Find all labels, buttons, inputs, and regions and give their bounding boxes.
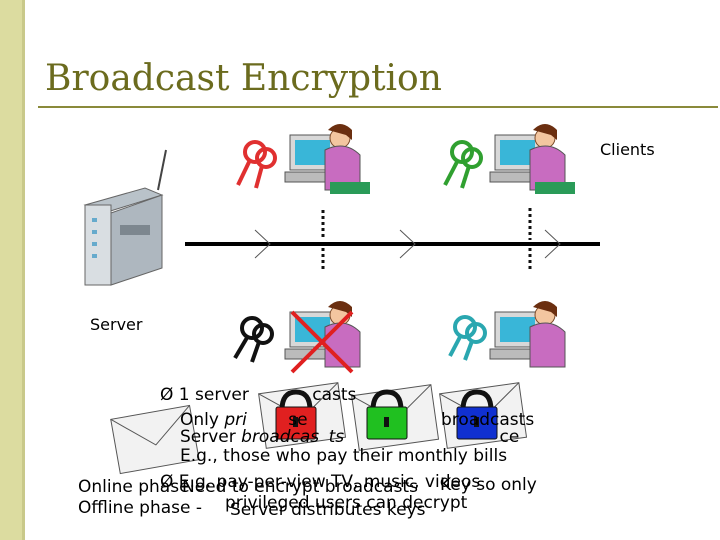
bullet-5b: Need to encrypt broadcasts xyxy=(182,477,418,497)
client-computer-icon-3 xyxy=(284,301,361,368)
bullet-3: Server broadcas ts ce xyxy=(180,427,520,447)
bullet-5c: Key so only xyxy=(440,475,537,495)
revoked-x-icon xyxy=(290,310,354,374)
client-computer-icon-2 xyxy=(489,124,575,194)
envelope-icon-blue-lock xyxy=(439,382,528,449)
phase-online-label: Online phase xyxy=(78,477,190,497)
bullet-5a: Ø E.g. pay-per-view TV, music, videos xyxy=(160,472,481,492)
key-icon-green-top xyxy=(443,140,483,189)
bullet-6: privileged users can decrypt xyxy=(225,493,468,513)
slide-title: Broadcast Encryption xyxy=(45,58,442,99)
envelope-icon-red-lock xyxy=(258,382,347,449)
bullet-2: Only pri se broadcasts xyxy=(180,410,535,430)
bullet-1: Ø 1 server casts xyxy=(160,385,357,405)
title-divider xyxy=(38,106,718,108)
bullet-7: Server distributes keys xyxy=(230,500,426,520)
key-icon-black-bottom xyxy=(233,316,274,363)
client-computer-icon-1 xyxy=(284,124,370,194)
slide-left-bar xyxy=(0,0,22,540)
envelope-icon-left xyxy=(110,404,200,475)
client-computer-icon-4 xyxy=(489,301,566,368)
key-icon-red-top xyxy=(236,140,277,189)
slide-left-bar-edge xyxy=(22,0,25,540)
server-label: Server xyxy=(90,315,143,334)
bullet-4: E.g., those who pay their monthly bills xyxy=(180,446,508,466)
phase-offline-label: Offline phase - xyxy=(78,498,203,518)
envelope-icon-green-lock xyxy=(351,384,440,451)
router-icon xyxy=(83,149,167,286)
clients-label: Clients xyxy=(600,140,655,159)
key-icon-teal-bottom xyxy=(448,315,487,361)
